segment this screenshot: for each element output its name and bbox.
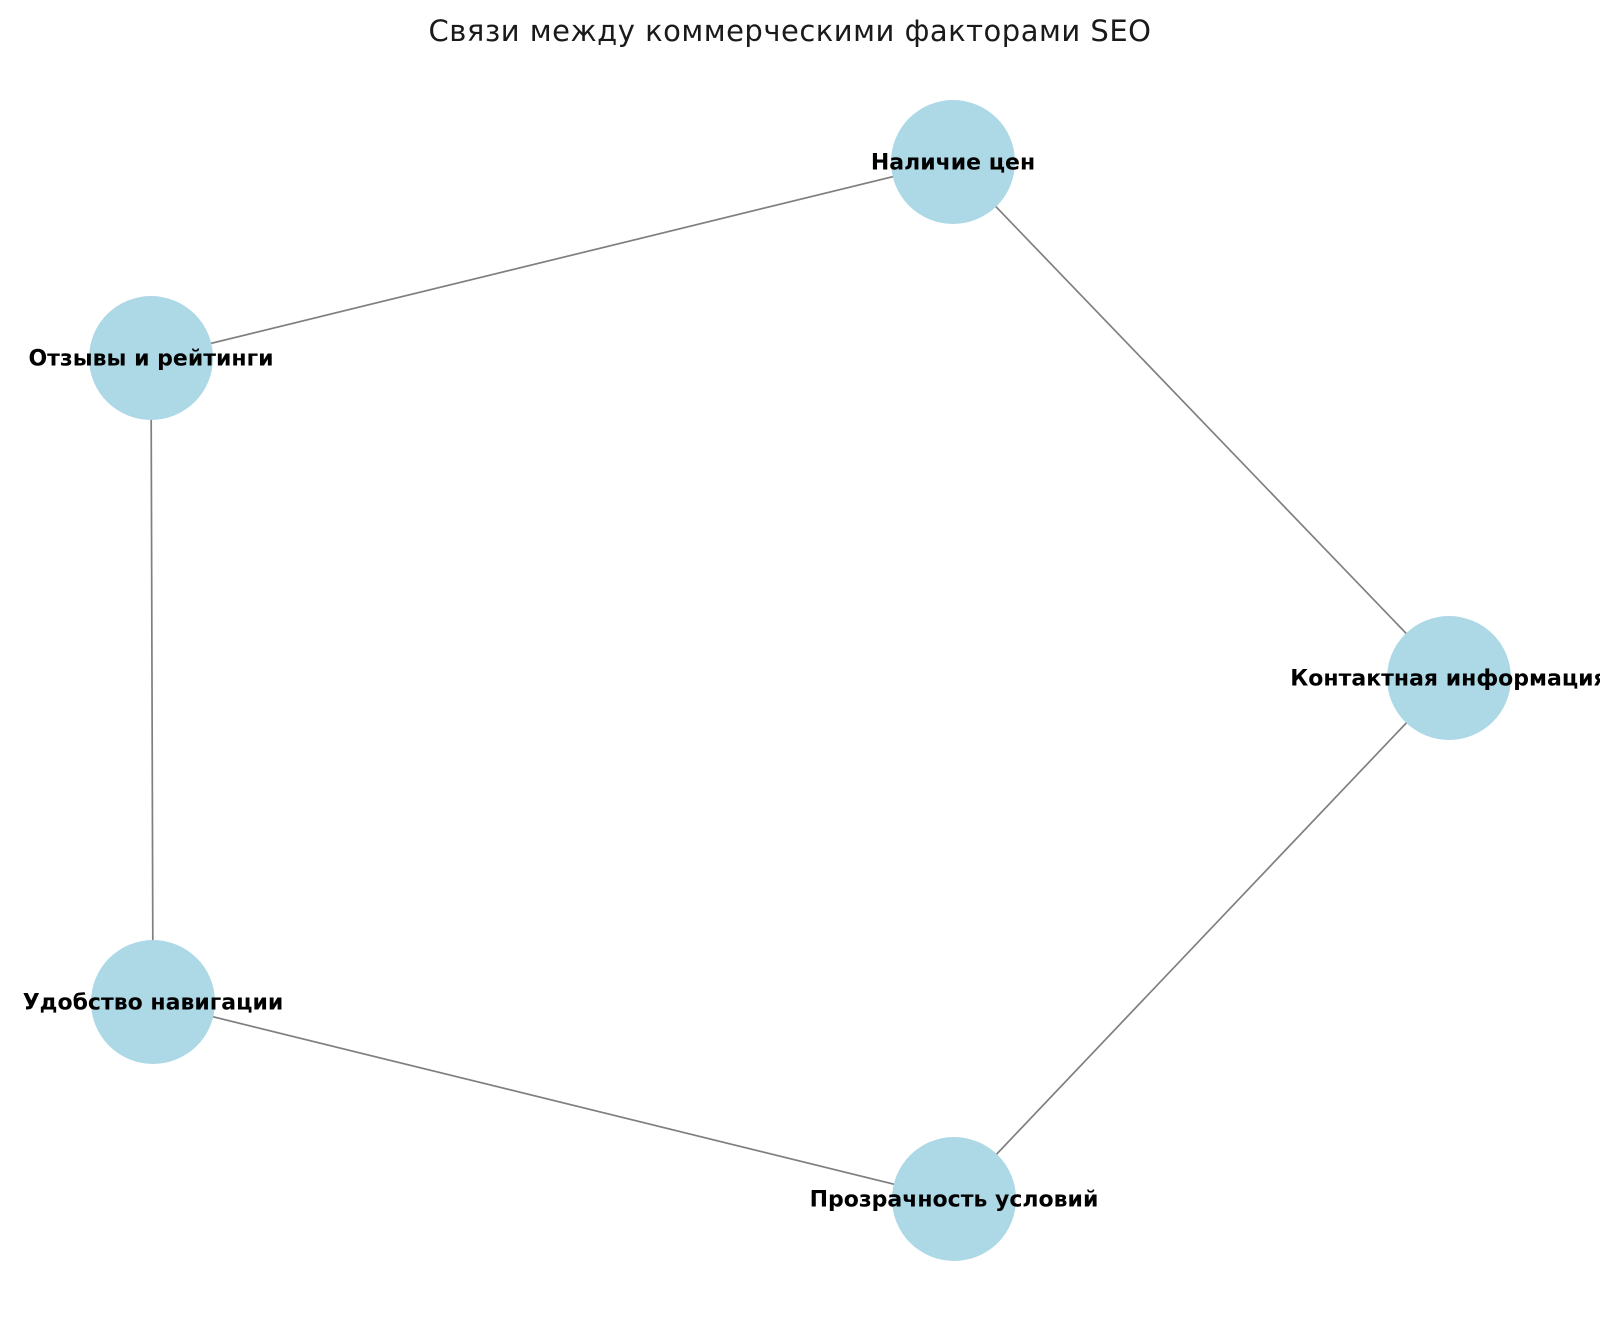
node-label-reviews: Отзывы и рейтинги (28, 347, 273, 372)
graph-edge-prices-contact (952, 161, 1450, 679)
graph-edge-prices-reviews (150, 161, 954, 359)
node-label-contact: Контактная информация (1290, 667, 1600, 692)
node-label-navigation: Удобство навигации (23, 991, 284, 1016)
graph-node-prices (891, 100, 1015, 224)
graph-node-contact (1387, 616, 1511, 740)
node-label-transparency: Прозрачность условий (810, 1188, 1099, 1213)
chart-title: Связи между коммерческими факторами SEO (428, 14, 1152, 48)
graph-node-reviews (89, 296, 213, 420)
graph-edge-reviews-navigation (150, 357, 154, 1003)
graph-edge-navigation-transparency (152, 1001, 955, 1200)
node-label-prices: Наличие цен (871, 151, 1035, 176)
graph-node-transparency (892, 1137, 1016, 1261)
graph-node-navigation (91, 940, 215, 1064)
graph-edge-transparency-contact (953, 677, 1450, 1200)
